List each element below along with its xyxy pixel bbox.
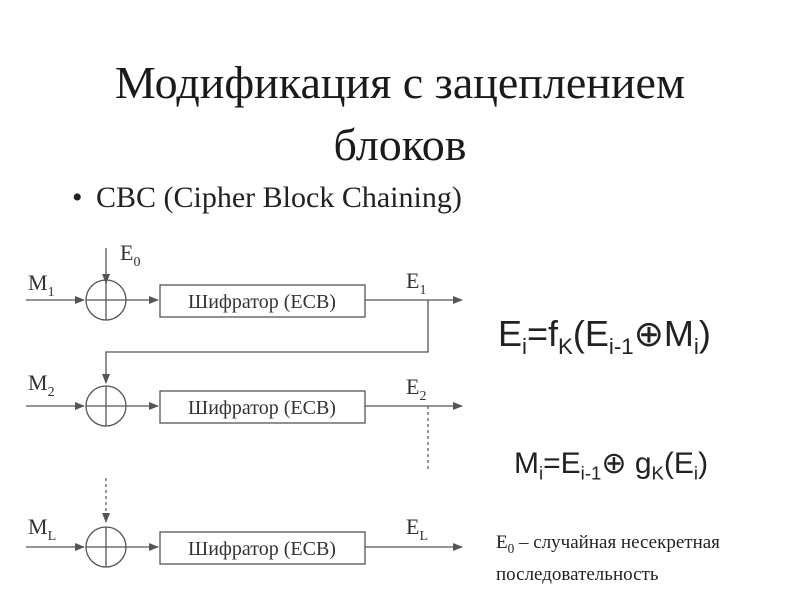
encryption-formula: Ei=fK(Ei-1⊕Mi) bbox=[498, 313, 711, 359]
iv-note: E0 – случайная несекретная последователь… bbox=[496, 532, 720, 585]
rowL-output-label: EL bbox=[406, 514, 428, 544]
iv-label: E0 bbox=[120, 240, 140, 270]
rowL-input-label: ML bbox=[28, 514, 56, 544]
row1-output-label: E1 bbox=[406, 268, 426, 298]
row2-output-label: E2 bbox=[406, 374, 426, 404]
row2-xor-symbol bbox=[85, 385, 127, 427]
rowL-encryptor-block bbox=[159, 531, 366, 565]
bullet-dot: • bbox=[72, 181, 83, 214]
xor-symbol: ⊕ bbox=[601, 447, 627, 480]
xor-symbol: ⊕ bbox=[633, 313, 664, 354]
decryption-formula: Mi=Ei-1⊕ gK(Ei) bbox=[514, 447, 709, 484]
title-line-1: Модификация с зацеплением bbox=[114, 57, 686, 108]
rowL-encryptor-label: Шифратор (ECB) bbox=[188, 538, 336, 560]
row2-encryptor-label: Шифратор (ECB) bbox=[188, 397, 336, 419]
chain-line-1-to-2 bbox=[102, 300, 429, 384]
row1-encryptor-label: Шифратор (ECB) bbox=[188, 291, 336, 313]
row1-encryptor-block bbox=[159, 284, 366, 318]
bullet-item: • CBC (Cipher Block Chaining) bbox=[72, 180, 462, 216]
title-line-2: блоков bbox=[333, 119, 467, 170]
row1-xor-symbol bbox=[85, 279, 127, 321]
row2-encryptor-block bbox=[159, 390, 366, 424]
row2-input-label: M2 bbox=[28, 370, 55, 400]
bullet-text: CBC (Cipher Block Chaining) bbox=[96, 181, 462, 214]
page-title: Модификация с зацеплением блоков bbox=[0, 52, 800, 176]
row1-input-label: M1 bbox=[28, 270, 55, 300]
rowL-xor-symbol bbox=[85, 526, 127, 568]
